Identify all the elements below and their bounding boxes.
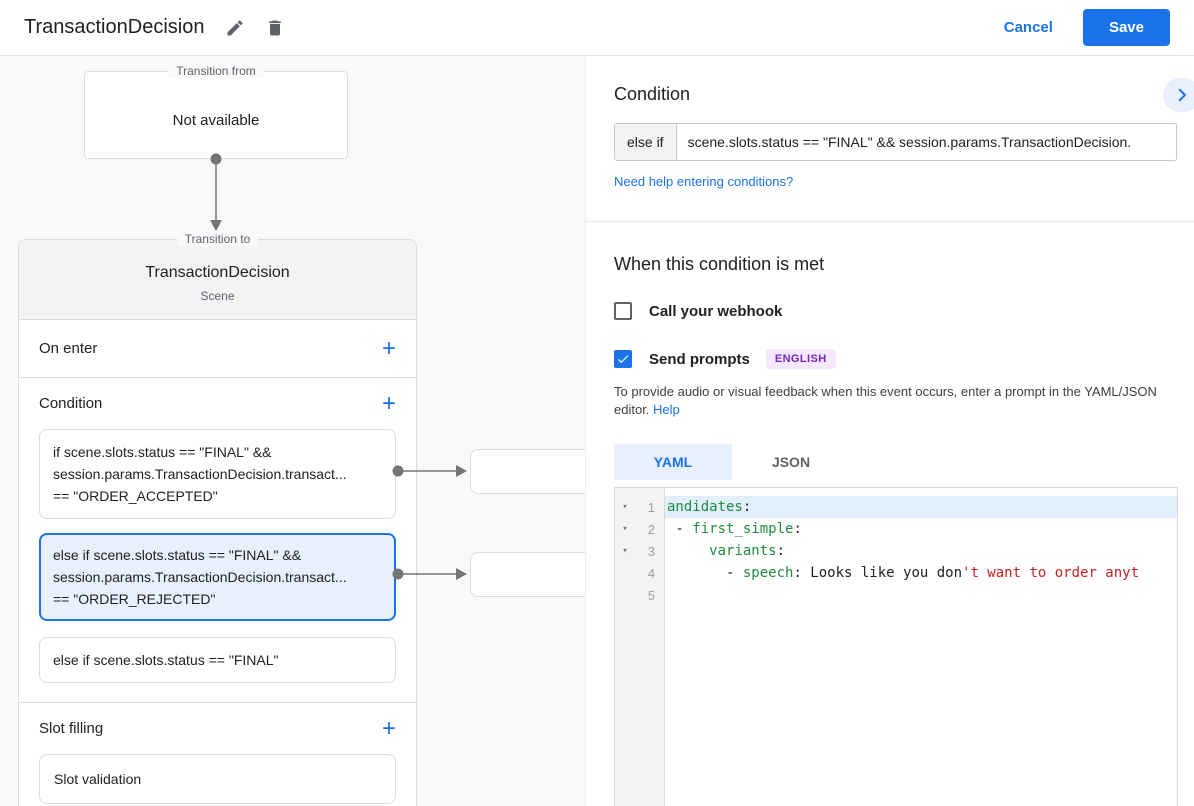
condition-panel-heading: Condition bbox=[614, 84, 691, 104]
condition-item-list: if scene.slots.status == "FINAL" &&sessi… bbox=[39, 429, 396, 683]
plus-icon: + bbox=[381, 389, 396, 417]
condition-help-link[interactable]: Need help entering conditions? bbox=[614, 174, 794, 189]
condition-section: Condition + bbox=[39, 378, 396, 429]
webhook-label: Call your webhook bbox=[649, 302, 783, 320]
editor-tabs: YAML JSON bbox=[614, 444, 1177, 480]
trash-icon bbox=[265, 18, 285, 38]
scene-card-header: TransactionDecision Scene bbox=[19, 240, 416, 320]
transition-target-box[interactable] bbox=[470, 552, 585, 597]
send-prompts-label: Send prompts bbox=[649, 350, 750, 368]
plus-icon: + bbox=[381, 334, 396, 362]
fold-arrow-icon[interactable]: ▾ bbox=[622, 546, 628, 556]
slot-item-list: Slot validation bbox=[39, 754, 396, 804]
code-line: variants: bbox=[709, 543, 786, 559]
page-title: TransactionDecision bbox=[24, 16, 205, 38]
scene-type-label: Scene bbox=[200, 289, 235, 303]
plus-icon: + bbox=[381, 714, 396, 742]
condition-detail-panel: Condition else if Need help entering con… bbox=[585, 56, 1194, 806]
condition-item[interactable]: else if scene.slots.status == "FINAL" &&… bbox=[39, 533, 396, 621]
delete-scene-button[interactable] bbox=[258, 11, 292, 45]
when-met-heading: When this condition is met bbox=[614, 254, 825, 274]
line-number: 5 bbox=[647, 587, 655, 603]
add-on-enter-button[interactable]: + bbox=[381, 334, 396, 362]
on-enter-section: On enter + bbox=[39, 320, 396, 377]
condition-expression-input[interactable] bbox=[676, 124, 1176, 160]
code-line: andidates: bbox=[665, 496, 1177, 518]
slot-filling-item[interactable]: Slot validation bbox=[39, 754, 396, 804]
webhook-checkbox[interactable] bbox=[614, 302, 632, 320]
prompts-description: To provide audio or visual feedback when… bbox=[614, 384, 1157, 417]
on-enter-label: On enter bbox=[39, 340, 98, 357]
collapse-panel-button[interactable] bbox=[1163, 78, 1194, 112]
condition-input-group: else if bbox=[614, 123, 1177, 161]
scene-name: TransactionDecision bbox=[145, 264, 290, 281]
pencil-icon bbox=[225, 18, 245, 38]
save-button[interactable]: Save bbox=[1082, 9, 1170, 46]
slot-filling-label: Slot filling bbox=[39, 720, 104, 737]
chevron-right-icon bbox=[1173, 86, 1191, 104]
transition-from-box: Transition from Not available bbox=[84, 64, 348, 159]
scene-flow-canvas: Transition from Not available Transition… bbox=[0, 56, 585, 806]
prompts-help-link[interactable]: Help bbox=[653, 402, 680, 417]
code-line: - first_simple: bbox=[667, 521, 802, 537]
editor-gutter: ▾ 1 ▾ 2 ▾ 3 4 5 bbox=[615, 488, 665, 806]
condition-prefix: else if bbox=[615, 124, 677, 160]
line-number: 1 bbox=[647, 499, 655, 515]
checkmark-icon bbox=[616, 352, 630, 366]
condition-item[interactable]: if scene.slots.status == "FINAL" &&sessi… bbox=[39, 429, 396, 519]
slot-filling-section: Slot filling + bbox=[39, 703, 396, 754]
condition-label: Condition bbox=[39, 395, 103, 412]
transition-target-box[interactable] bbox=[470, 449, 585, 494]
condition-item[interactable]: else if scene.slots.status == "FINAL" bbox=[39, 637, 396, 683]
tab-yaml[interactable]: YAML bbox=[614, 444, 732, 480]
yaml-editor[interactable]: ▾ 1 ▾ 2 ▾ 3 4 5 andidates: - first_simple: vari… bbox=[614, 487, 1178, 806]
line-number: 4 bbox=[647, 565, 655, 581]
top-bar: TransactionDecision Cancel Save bbox=[0, 0, 1194, 56]
scene-card: Transition to TransactionDecision Scene … bbox=[18, 232, 417, 806]
add-condition-button[interactable]: + bbox=[381, 389, 396, 417]
send-prompts-checkbox[interactable] bbox=[614, 350, 632, 368]
line-number: 2 bbox=[647, 521, 655, 537]
edit-title-button[interactable] bbox=[218, 11, 252, 45]
line-number: 3 bbox=[647, 543, 655, 559]
cancel-button[interactable]: Cancel bbox=[1003, 19, 1053, 36]
language-badge: ENGLISH bbox=[765, 349, 836, 369]
transition-to-legend: Transition to bbox=[176, 232, 259, 246]
editor-code: andidates: - first_simple: variants: - s… bbox=[665, 488, 1177, 806]
fold-arrow-icon[interactable]: ▾ bbox=[622, 524, 628, 534]
transition-from-legend: Transition from bbox=[168, 64, 264, 78]
add-slot-button[interactable]: + bbox=[381, 714, 396, 742]
code-line bbox=[665, 584, 1177, 606]
transition-from-value: Not available bbox=[172, 112, 260, 129]
fold-arrow-icon[interactable]: ▾ bbox=[622, 502, 628, 512]
code-line: - speech: Looks like you don't want to o… bbox=[667, 565, 1140, 581]
tab-json[interactable]: JSON bbox=[771, 454, 811, 470]
